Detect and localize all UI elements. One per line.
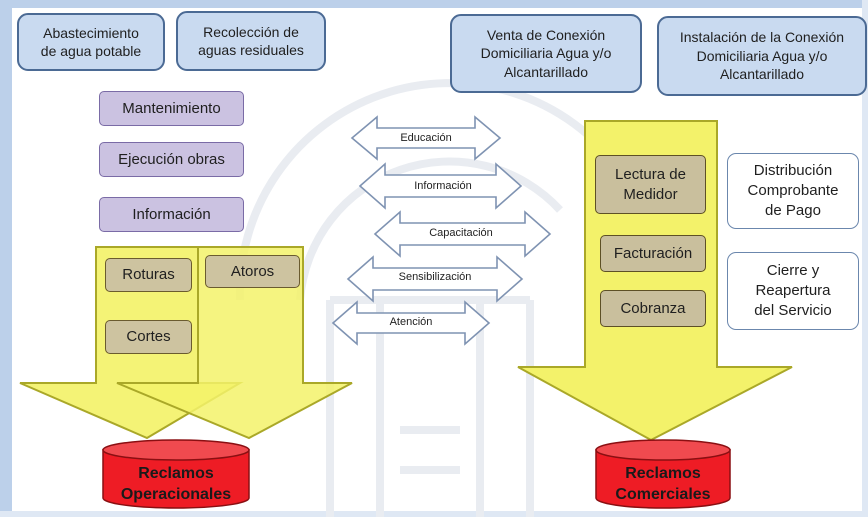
claim-comerciales: Reclamos Comerciales [615,464,711,503]
service-connection-install: Instalación de la Conexión Domiciliaria … [657,16,867,96]
frame-bottom-border [0,511,868,517]
operational-claim-cylinder [102,449,250,509]
double-arrow-sensibilizacion [346,255,524,303]
double-arrow-educacion [350,115,502,161]
issue-cortes: Cortes [105,320,192,354]
activity-ejecucion-obras: Ejecución obras [99,142,244,177]
service-connection-sale: Venta de Conexión Domiciliaria Agua y/o … [450,14,642,93]
frame-top-border [0,0,868,8]
label-atencion: Atención [389,316,433,328]
activity-cobranza: Cobranza [600,290,706,327]
commercial-claim-cylinder-top [595,439,731,461]
label-informacion: Información [414,180,472,192]
operational-arrow-right [116,246,353,440]
label-capacitacion: Capacitación [429,227,493,239]
issue-atoros: Atoros [205,255,300,288]
label-educacion: Educación [400,132,452,144]
activity-facturacion: Facturación [600,235,706,272]
info-distribucion-comprobante: Distribución Comprobante de Pago [727,153,859,229]
double-arrow-atencion [331,300,491,346]
service-water-supply: Abastecimiento de agua potable [17,13,165,71]
commercial-claim-cylinder [595,449,731,509]
label-sensibilizacion: Sensibilización [398,271,472,283]
frame-right-border [862,0,868,517]
claim-operacionales: Reclamos Operacionales [120,464,232,503]
frame-left-border [0,0,12,517]
double-arrow-informacion [358,162,523,210]
commercial-arrow [517,120,793,442]
issue-roturas: Roturas [105,258,192,292]
operational-claim-cylinder-top [102,439,250,461]
activity-informacion: Información [99,197,244,232]
service-wastewater: Recolección de aguas residuales [176,11,326,71]
activity-mantenimiento: Mantenimiento [99,91,244,126]
double-arrow-capacitacion [373,210,552,258]
activity-lectura-medidor: Lectura de Medidor [595,155,706,214]
info-cierre-reapertura: Cierre y Reapertura del Servicio [727,252,859,330]
